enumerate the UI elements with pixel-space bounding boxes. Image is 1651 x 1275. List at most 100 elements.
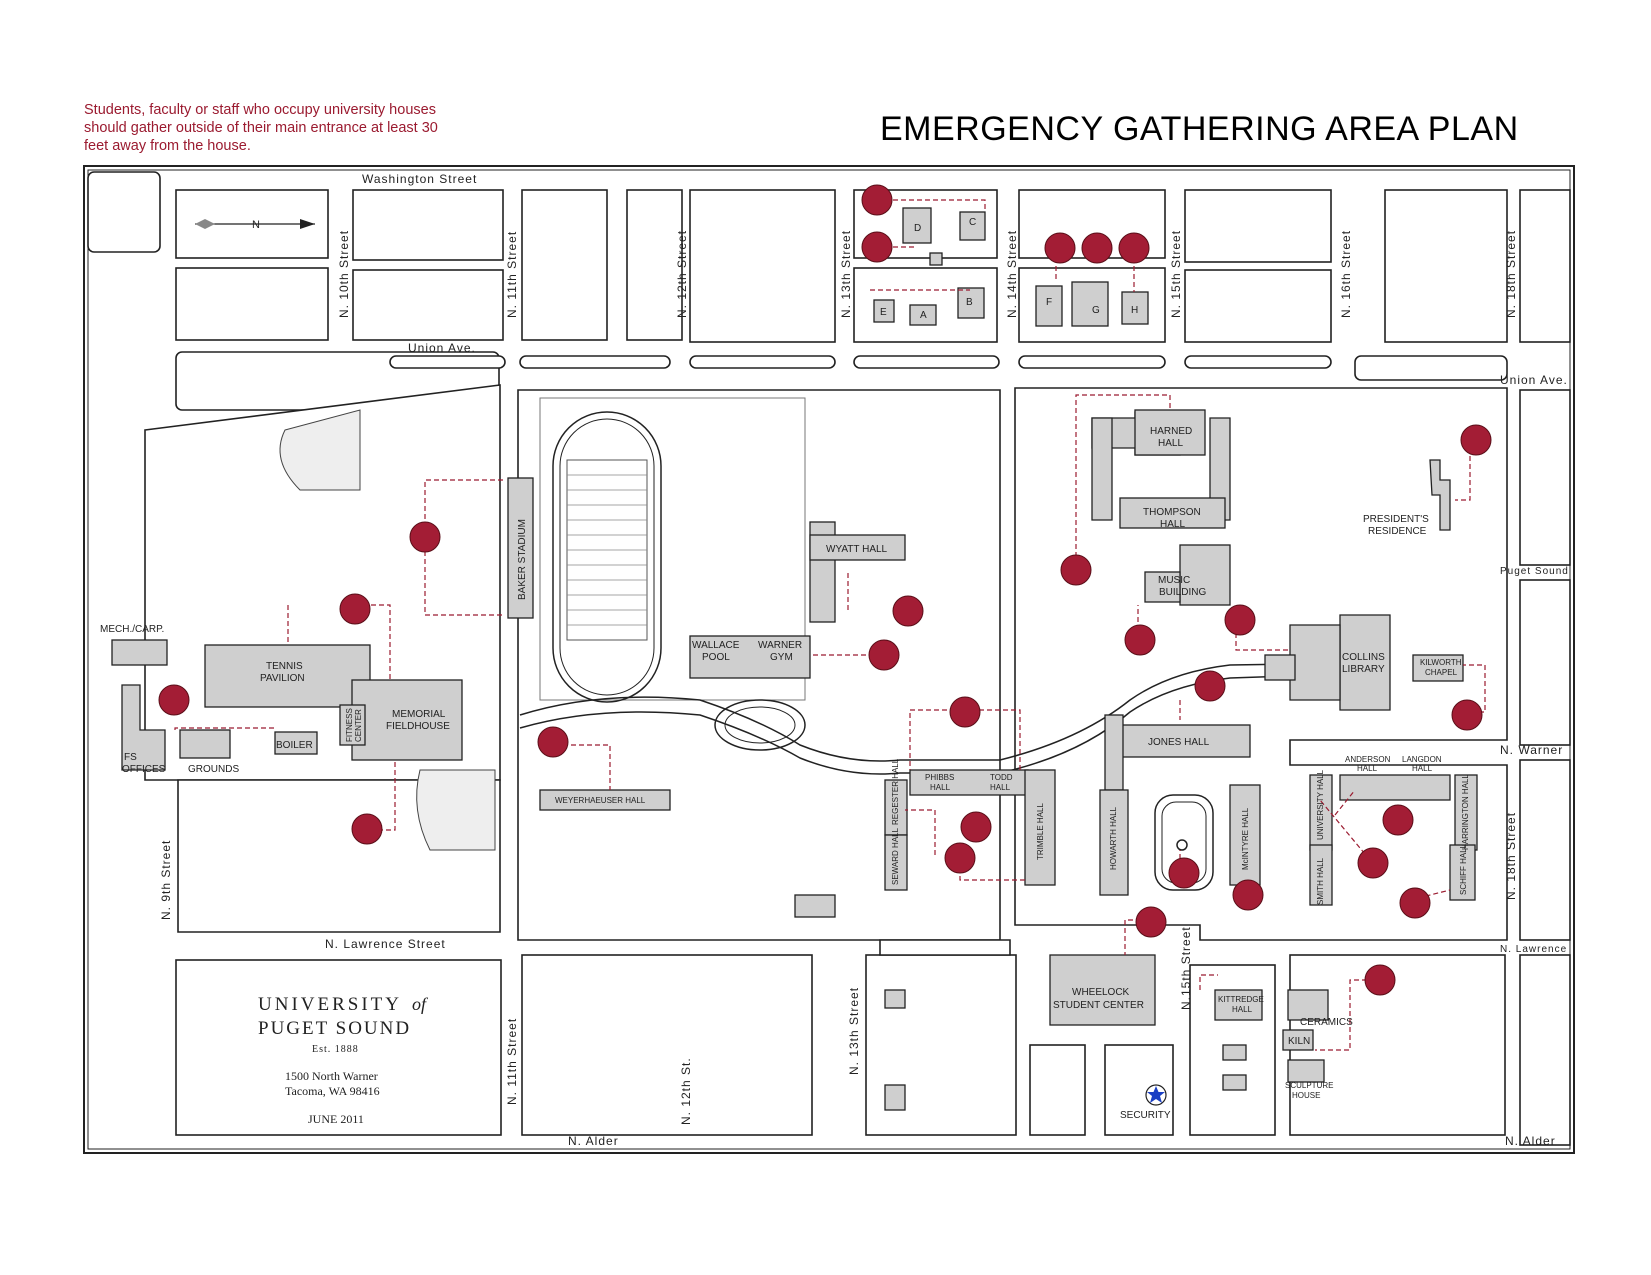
campus-road bbox=[519, 663, 1291, 762]
north-arrow: N bbox=[195, 219, 315, 231]
logo-of: of bbox=[412, 994, 429, 1014]
logo-line1: UNIVERSITY bbox=[258, 994, 402, 1015]
gathering-spot bbox=[944, 842, 976, 874]
building-label: LANGDON bbox=[1402, 755, 1442, 764]
logo-est: Est. 1888 bbox=[312, 1044, 359, 1055]
building-label: SCHIFF HALL bbox=[1459, 843, 1468, 895]
street-label: N. 11th Street bbox=[505, 231, 519, 318]
building-label: PRESIDENT'S bbox=[1363, 514, 1429, 525]
building-label: SECURITY bbox=[1120, 1110, 1171, 1121]
building-label: CERAMICS bbox=[1300, 1017, 1353, 1028]
gathering-spot bbox=[861, 184, 893, 216]
house-label: G bbox=[1092, 305, 1100, 316]
gathering-spot bbox=[1357, 847, 1389, 879]
building-label: MUSIC bbox=[1158, 575, 1190, 586]
gathering-spot bbox=[1451, 699, 1483, 731]
gathering-spot bbox=[409, 521, 441, 553]
building-label: COLLINS bbox=[1342, 652, 1385, 663]
building-label: PHIBBS bbox=[925, 773, 954, 782]
street-label: N. 12th St. bbox=[679, 1057, 693, 1125]
street-label: N. 13th Street bbox=[839, 230, 853, 318]
house-label: D bbox=[914, 223, 921, 234]
gathering-spot bbox=[351, 813, 383, 845]
building-label: JONES HALL bbox=[1148, 737, 1210, 748]
street-label: Union Ave. bbox=[1500, 373, 1568, 387]
gathering-spot bbox=[892, 595, 924, 627]
gathering-areas bbox=[158, 184, 1492, 996]
gathering-spot bbox=[1168, 857, 1200, 889]
gathering-spot bbox=[960, 811, 992, 843]
street-label: N. 11th Street bbox=[505, 1018, 519, 1105]
building-label: UNIVERSITY HALL bbox=[1316, 769, 1325, 840]
street-label: N. Lawrence Street bbox=[325, 937, 446, 951]
gathering-spot bbox=[1194, 670, 1226, 702]
map-frame bbox=[83, 165, 1575, 1154]
gathering-spot bbox=[1460, 424, 1492, 456]
street-label: Union Ave. bbox=[408, 341, 476, 355]
building-label: SMITH HALL bbox=[1316, 857, 1325, 905]
building-label: HOWARTH HALL bbox=[1109, 806, 1118, 870]
street-label: N. Alder bbox=[1505, 1134, 1556, 1148]
building-label: CENTER bbox=[354, 709, 363, 742]
street-labels: Washington Street Union Ave. Union Ave. … bbox=[159, 172, 1568, 1148]
building-label: HALL bbox=[1412, 764, 1433, 773]
building-label: HARRINGTON HALL bbox=[1461, 774, 1470, 850]
building-label: MEMORIAL bbox=[392, 709, 446, 720]
gathering-spot bbox=[158, 684, 190, 716]
buildings bbox=[111, 207, 1478, 1111]
gathering-spot bbox=[1044, 232, 1076, 264]
building-label: WYATT HALL bbox=[826, 544, 888, 555]
house-label: B bbox=[966, 297, 973, 308]
building-label: TRIMBLE HALL bbox=[1036, 803, 1045, 860]
gathering-spot bbox=[868, 639, 900, 671]
gathering-spot bbox=[1118, 232, 1150, 264]
building-label: WEYERHAEUSER HALL bbox=[555, 796, 646, 805]
building-label: REGESTER HALL bbox=[891, 758, 900, 825]
building-label: GROUNDS bbox=[188, 764, 239, 775]
gathering-spot bbox=[1081, 232, 1113, 264]
street-label: N. 13th Street bbox=[847, 987, 861, 1075]
gathering-routes bbox=[174, 199, 1486, 1051]
security-star-icon bbox=[1145, 1084, 1167, 1106]
gathering-spot bbox=[949, 696, 981, 728]
street-label: N. 9th Street bbox=[159, 840, 173, 920]
building-label: BOILER bbox=[276, 740, 313, 751]
baker-stadium-label: BAKER STADIUM bbox=[517, 519, 528, 600]
building-label: FS bbox=[124, 752, 137, 763]
building-label: HARNED bbox=[1150, 426, 1192, 437]
gathering-spot bbox=[1382, 804, 1414, 836]
building-label: HALL bbox=[1158, 438, 1183, 449]
building-label: OFFICES bbox=[122, 764, 166, 775]
building-label: KILWORTH bbox=[1420, 658, 1462, 667]
street-label: N. Alder bbox=[568, 1134, 619, 1148]
street-label: N. Lawrence bbox=[1500, 944, 1567, 955]
gathering-spot bbox=[1232, 879, 1264, 911]
building-label: McINTYRE HALL bbox=[1241, 807, 1250, 870]
house-label: F bbox=[1046, 297, 1052, 308]
gathering-spot bbox=[1399, 887, 1431, 919]
north-label: N bbox=[252, 219, 261, 231]
building-label: THOMPSON bbox=[1143, 507, 1201, 518]
building-label: KILN bbox=[1288, 1036, 1310, 1047]
building-label: GYM bbox=[770, 652, 793, 663]
house-label: H bbox=[1131, 305, 1138, 316]
building-label: CHAPEL bbox=[1425, 668, 1458, 677]
building-label: HALL bbox=[990, 783, 1011, 792]
street-label: N. 14th Street bbox=[1005, 230, 1019, 318]
street-label: N. 18th Street bbox=[1504, 812, 1518, 900]
gathering-spot bbox=[537, 726, 569, 758]
building-label: WALLACE bbox=[692, 640, 740, 651]
gathering-spot bbox=[339, 593, 371, 625]
gathering-spot bbox=[1224, 604, 1256, 636]
building-label: HALL bbox=[1357, 764, 1378, 773]
house-label: C bbox=[969, 217, 976, 228]
building-label: LIBRARY bbox=[1342, 664, 1385, 675]
plan-date: JUNE 2011 bbox=[308, 1112, 364, 1126]
gathering-spot bbox=[1135, 906, 1167, 938]
building-label: HALL bbox=[1232, 1005, 1253, 1014]
street-label: N. 18th Street bbox=[1504, 230, 1518, 318]
building-labels: D C E A B F G H HARNED HALL THOMPSON HAL… bbox=[100, 217, 1470, 1121]
gathering-spot bbox=[1060, 554, 1092, 586]
map-title: EMERGENCY GATHERING AREA PLAN bbox=[880, 110, 1519, 148]
